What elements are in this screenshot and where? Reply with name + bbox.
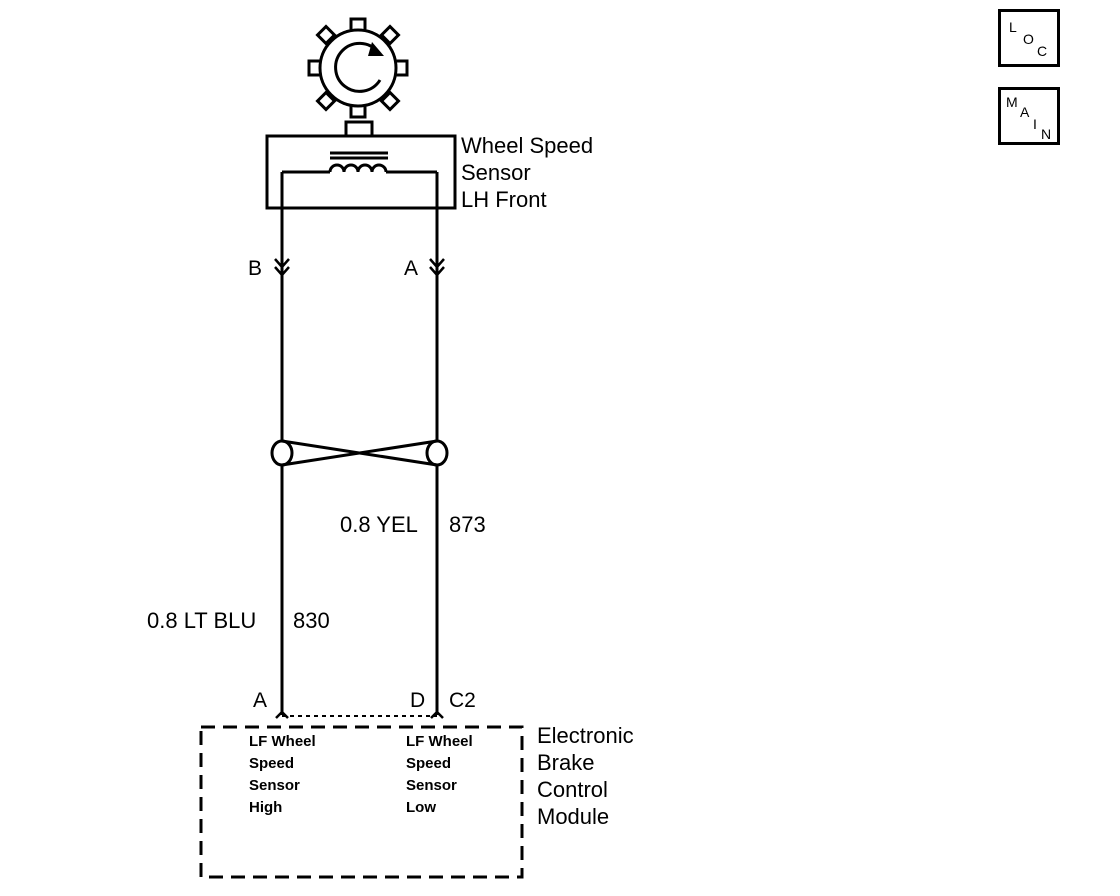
wire-873-circuit: 873 xyxy=(449,512,486,537)
wire-830-color: 0.8 LT BLU xyxy=(147,608,257,633)
sensor-connector-a-icon xyxy=(429,258,445,277)
func-line: Sensor xyxy=(249,777,300,794)
module-pin-d: D xyxy=(410,689,426,712)
main-letter: I xyxy=(1033,116,1037,132)
main-button[interactable]: M A I N xyxy=(998,87,1060,145)
func-line: Speed xyxy=(249,755,295,772)
tone-wheel-icon xyxy=(307,17,409,119)
sensor-title-line: Wheel Speed xyxy=(461,133,594,158)
coil-icon xyxy=(282,151,437,174)
sensor-connector-b-icon xyxy=(274,258,290,277)
sensor-title-line: LH Front xyxy=(461,187,547,212)
sensor-pin-a: A xyxy=(404,257,419,280)
loc-letter: L xyxy=(1009,19,1017,35)
main-letter: A xyxy=(1020,104,1030,120)
main-letter: N xyxy=(1041,126,1052,142)
module-title-line: Brake xyxy=(537,750,595,775)
wire-873-color: 0.8 YEL xyxy=(340,512,418,537)
module-title-line: Module xyxy=(537,804,610,829)
loc-letter: C xyxy=(1037,43,1048,59)
func-line: High xyxy=(249,799,283,816)
main-letter: M xyxy=(1006,94,1018,110)
sensor-title-line: Sensor xyxy=(461,160,531,185)
func-line: Speed xyxy=(406,755,452,772)
module-connector-label: C2 xyxy=(449,689,476,712)
module-func-high: LF Wheel Speed Sensor High xyxy=(249,731,316,819)
wire-830-circuit: 830 xyxy=(293,608,330,633)
sensor-tip xyxy=(344,120,374,138)
func-line: Sensor xyxy=(406,777,457,794)
module-connector-c2 xyxy=(275,710,444,719)
twisted-pair-icon xyxy=(270,439,449,467)
func-line: Low xyxy=(406,799,436,816)
func-line: LF Wheel xyxy=(249,733,316,750)
sensor-title: Wheel Speed Sensor LH Front xyxy=(461,132,593,213)
module-title-line: Control xyxy=(537,777,608,802)
func-line: LF Wheel xyxy=(406,733,473,750)
module-pin-a: A xyxy=(253,689,268,712)
module-box xyxy=(199,725,524,879)
module-title: Electronic Brake Control Module xyxy=(537,722,634,830)
module-func-low: LF Wheel Speed Sensor Low xyxy=(406,731,473,819)
loc-letter: O xyxy=(1023,31,1034,47)
sensor-pin-b: B xyxy=(248,257,263,280)
module-title-line: Electronic xyxy=(537,723,634,748)
loc-button[interactable]: L O C xyxy=(998,9,1060,67)
